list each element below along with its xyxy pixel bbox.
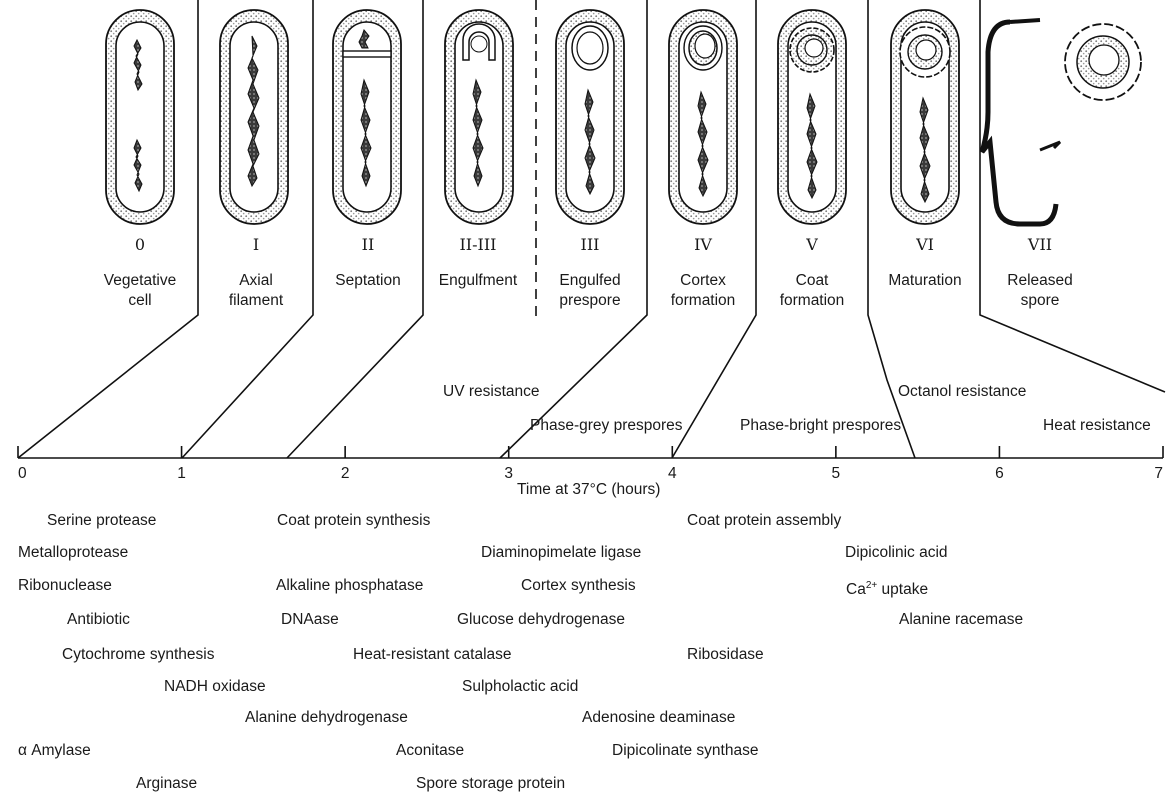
marker-dipicolinate-synthase: Dipicolinate synthase [612, 742, 758, 760]
stage-8-numeral: VII [1027, 235, 1052, 254]
axis-tick-label-5: 5 [832, 465, 841, 482]
axis-tick-label-4: 4 [668, 465, 677, 482]
property-heat-resistance: Heat resistance [1043, 417, 1151, 434]
stage-0-numeral: 0 [135, 235, 145, 254]
marker-antibiotic: Antibiotic [67, 611, 130, 629]
cell-stage-7 [891, 10, 959, 224]
cell-stage-3 [445, 10, 513, 224]
marker-glucose-dehydrogenase: Glucose dehydrogenase [457, 611, 625, 629]
axis-tick-label-2: 2 [341, 465, 350, 482]
marker-alanine-dehydrogenase: Alanine dehydrogenase [245, 709, 408, 727]
stage-1-name-line1: Axial [239, 272, 273, 289]
property-phase-bright: Phase-bright prespores [740, 417, 901, 434]
cell-stage-0 [106, 10, 174, 224]
property-octanol-resistance: Octanol resistance [898, 383, 1026, 400]
property-phase-grey: Phase-grey prespores [530, 417, 683, 434]
cell-stage-4 [556, 10, 624, 224]
axis-tick-labels: 0 1 2 3 4 5 6 7 [18, 465, 1163, 482]
stage-4-name-line2: prespore [559, 292, 620, 309]
marker-ribosidase: Ribosidase [687, 646, 764, 664]
axis-ticks [18, 446, 1163, 458]
stage-4-numeral: III [581, 235, 600, 254]
stage-2-name-line1: Septation [335, 272, 401, 289]
stage-1-name-line2: filament [229, 292, 284, 309]
marker-heat-resistant-catalase: Heat-resistant catalase [353, 646, 512, 664]
stage-3-numeral: II-III [459, 235, 496, 254]
stage-6-name-line1: Coat [796, 272, 829, 289]
stage-2-numeral: II [362, 235, 375, 254]
stage-4-name-line1: Engulfed [559, 272, 620, 289]
marker-aconitase: Aconitase [396, 742, 464, 760]
axis-tick-label-1: 1 [177, 465, 186, 482]
marker-metalloprotease: Metalloprotease [18, 544, 128, 562]
cell-stage-5 [669, 10, 737, 224]
stage-0-name-line2: cell [128, 292, 151, 309]
marker-alkaline-phosphatase: Alkaline phosphatase [276, 577, 423, 595]
cell-stage-2 [333, 10, 401, 224]
cell-stage-8 [982, 20, 1141, 224]
marker-coat-protein-assembly: Coat protein assembly [687, 512, 841, 530]
marker-alpha-amylase: α Amylase [18, 742, 91, 760]
marker-cytochrome-synthesis: Cytochrome synthesis [62, 646, 214, 664]
stage-8-name-line2: spore [1021, 292, 1060, 309]
property-uv-resistance: UV resistance [443, 383, 539, 400]
marker-spore-storage-protein: Spore storage protein [416, 775, 565, 793]
stage-0-name-line1: Vegetative [104, 272, 176, 289]
stage-6-numeral: V [805, 235, 818, 254]
stage-6-name-line2: formation [780, 292, 845, 309]
axis-tick-label-0: 0 [18, 465, 27, 482]
cell-illustrations [106, 10, 1141, 224]
cell-stage-1 [220, 10, 288, 224]
marker-nadh-oxidase: NADH oxidase [164, 678, 266, 696]
axis-tick-label-7: 7 [1154, 465, 1163, 482]
stage-labels: 0 I II II-III III IV V VI VII Vegetative… [104, 235, 1073, 309]
cell-stage-6 [778, 10, 846, 224]
stage-3-name-line1: Engulfment [439, 272, 518, 289]
time-axis [18, 446, 1163, 458]
property-labels: UV resistance Phase-grey prespores Phase… [443, 383, 1151, 434]
marker-coat-protein-synthesis: Coat protein synthesis [277, 512, 430, 530]
stage-8-name-line1: Released [1007, 272, 1073, 289]
marker-diaminopimelate-ligase: Diaminopimelate ligase [481, 544, 641, 562]
marker-alanine-racemase: Alanine racemase [899, 611, 1023, 629]
marker-adenosine-deaminase: Adenosine deaminase [582, 709, 735, 727]
marker-cortex-synthesis: Cortex synthesis [521, 577, 636, 595]
marker-dipicolinic-acid: Dipicolinic acid [845, 544, 948, 562]
stage-7-name-line1: Maturation [888, 272, 961, 289]
stage-1-numeral: I [253, 235, 259, 254]
marker-ca-suffix: uptake [877, 581, 928, 598]
axis-tick-label-6: 6 [995, 465, 1004, 482]
stage-5-numeral: IV [694, 235, 712, 254]
stage-5-name-line1: Cortex [680, 272, 726, 289]
stage-7-numeral: VI [915, 235, 934, 254]
axis-tick-label-3: 3 [504, 465, 513, 482]
axis-label: Time at 37°C (hours) [517, 481, 660, 498]
marker-ca-text: Ca [846, 581, 866, 598]
marker-dnaase: DNAase [281, 611, 339, 629]
marker-ca-superscript: 2+ [866, 580, 877, 591]
marker-arginase: Arginase [136, 775, 197, 793]
stage-5-name-line2: formation [671, 292, 736, 309]
marker-sulpholactic-acid: Sulpholactic acid [462, 678, 578, 696]
marker-ca-uptake: Ca2+ uptake [846, 577, 928, 599]
marker-ribonuclease: Ribonuclease [18, 577, 112, 595]
marker-serine-protease: Serine protease [47, 512, 156, 530]
